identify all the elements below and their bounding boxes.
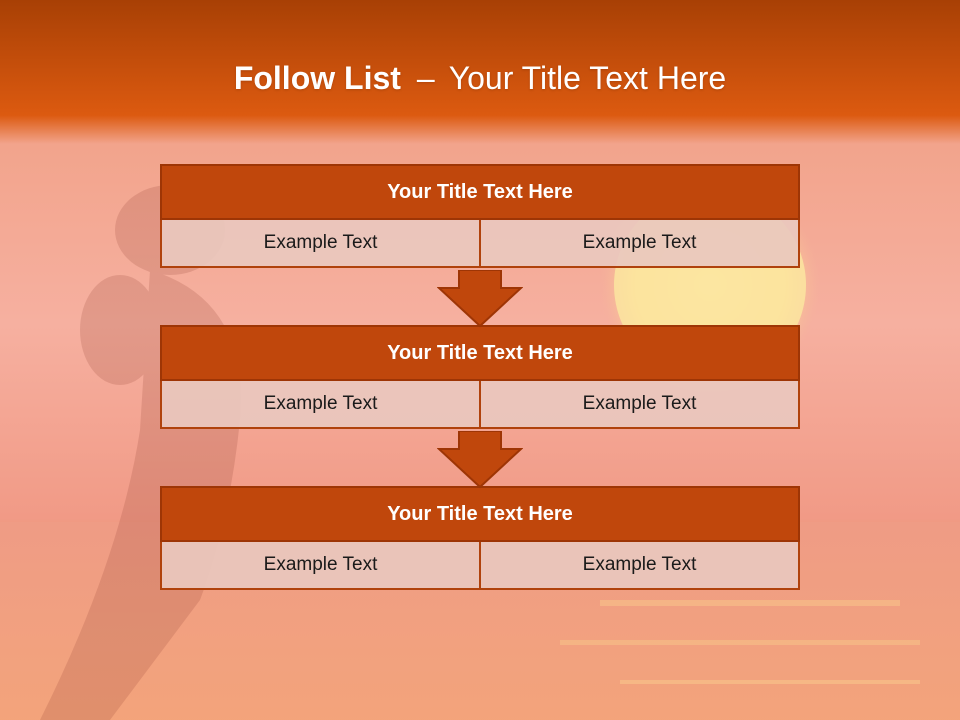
step-2-cell-left[interactable]: Example Text (263, 393, 378, 414)
step-box-1: Your Title Text Here Example Text Exampl… (160, 164, 800, 268)
step-3-cell-right[interactable]: Example Text (479, 542, 798, 588)
slide-title-bold: Follow List (233, 59, 401, 96)
step-2-cell-right[interactable]: Example Text (479, 381, 798, 427)
step-row-1: Example Text Example Text (160, 220, 800, 268)
step-box-3: Your Title Text Here Example Text Exampl… (160, 486, 800, 590)
slide-title-rest: Your Title Text Here (448, 59, 727, 96)
step-1-cell-left[interactable]: Example Text (263, 232, 378, 253)
step-box-2: Your Title Text Here Example Text Exampl… (160, 325, 800, 429)
step-title-3[interactable]: Your Title Text Here (160, 486, 800, 542)
step-title-1[interactable]: Your Title Text Here (160, 164, 800, 220)
step-1-cell-right[interactable]: Example Text (479, 220, 798, 266)
step-title-2[interactable]: Your Title Text Here (160, 325, 800, 381)
slide-title-separator: – (416, 59, 435, 96)
down-arrow-icon (437, 270, 523, 328)
step-row-2: Example Text Example Text (160, 381, 800, 429)
step-row-3: Example Text Example Text (160, 542, 800, 590)
down-arrow-icon (437, 431, 523, 489)
slide-title: Follow List – Your Title Text Here (0, 48, 960, 108)
step-3-cell-left[interactable]: Example Text (263, 554, 378, 575)
